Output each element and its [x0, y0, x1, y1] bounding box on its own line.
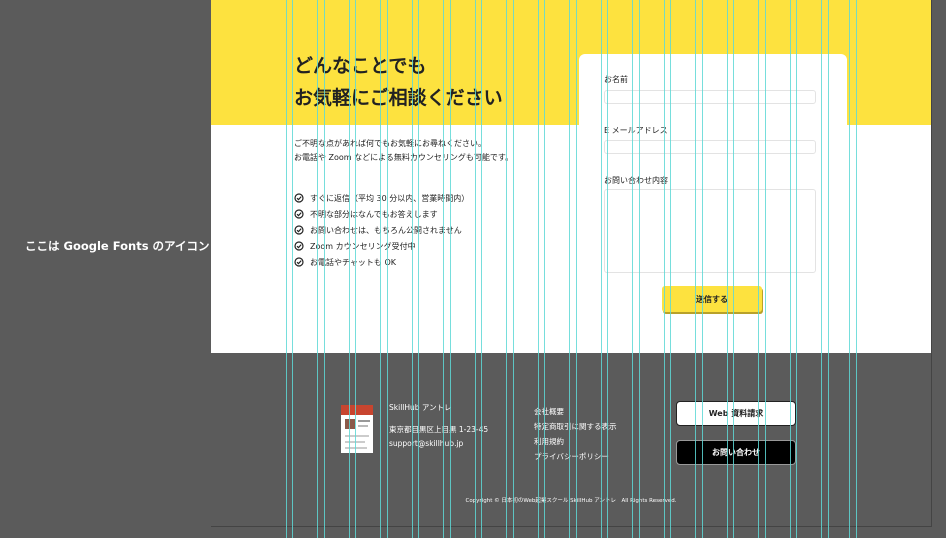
feature-item: お問い合わせは、もちろん公開されません — [294, 222, 469, 238]
company-name: SkillHub アントレ — [389, 403, 452, 412]
feature-text: お電話やチャットも OK — [310, 257, 397, 267]
email-label: E メールアドレス — [604, 126, 668, 135]
check-circle-icon — [294, 241, 304, 251]
annotation-label: ここは Google Fonts のアイコン — [25, 239, 210, 253]
feature-list: すぐに返信（平均 30 分以内、営業時間内） 不明な部分はなんでもお答えします … — [294, 190, 469, 270]
footer: SkillHub アントレ 東京都目黒区上目黒 1-23-45 support@… — [211, 353, 931, 526]
check-circle-icon — [294, 225, 304, 235]
company-thumbnail — [341, 405, 373, 453]
check-circle-icon — [294, 257, 304, 267]
name-label: お名前 — [604, 75, 628, 84]
copyright: Copyright © 日本初のWeb起業スクール SkillHub アントレ … — [465, 498, 677, 504]
feature-item: すぐに返信（平均 30 分以内、営業時間内） — [294, 190, 469, 206]
message-label: お問い合わせ内容 — [604, 176, 668, 185]
feature-text: Zoom カウンセリング受付中 — [310, 241, 416, 251]
feature-text: すぐに返信（平均 30 分以内、営業時間内） — [310, 193, 470, 203]
request-documents-button[interactable]: Web 資料請求 — [676, 401, 796, 426]
lead-text: ご不明な点があれば何でもお気軽にお尋ねください。 お電話や Zoom などによる… — [294, 137, 513, 165]
submit-button[interactable]: 送信する — [662, 286, 762, 312]
message-textarea[interactable] — [604, 189, 816, 273]
footer-link-privacy[interactable]: プライバシーポリシー — [534, 452, 609, 461]
feature-text: お問い合わせは、もちろん公開されません — [310, 225, 462, 235]
footer-link-terms[interactable]: 利用規約 — [534, 437, 564, 446]
company-info: SkillHub アントレ 東京都目黒区上目黒 1-23-45 support@… — [389, 402, 488, 451]
contact-form: お名前 E メールアドレス お問い合わせ内容 送信する — [579, 54, 847, 330]
page-title: どんなことでも お気軽にご相談ください — [294, 50, 503, 114]
name-input[interactable] — [604, 90, 816, 104]
contact-button[interactable]: お問い合わせ — [676, 440, 796, 465]
company-email: support@skillhub.jp — [389, 439, 464, 448]
company-address: 東京都目黒区上目黒 1-23-45 — [389, 425, 489, 434]
check-circle-icon — [294, 193, 304, 203]
footer-link-tokushoho[interactable]: 特定商取引に関する表示 — [534, 422, 617, 431]
title-line-1: どんなことでも — [294, 55, 427, 77]
feature-item: Zoom カウンセリング受付中 — [294, 238, 469, 254]
contact-page-artboard: どんなことでも お気軽にご相談ください ご不明な点があれば何でもお気軽にお尋ねく… — [211, 0, 932, 527]
feature-item: お電話やチャットも OK — [294, 254, 469, 270]
title-line-2: お気軽にご相談ください — [294, 87, 503, 109]
feature-item: 不明な部分はなんでもお答えします — [294, 206, 469, 222]
lead-line-1: ご不明な点があれば何でもお気軽にお尋ねください。 — [294, 139, 486, 148]
email-input[interactable] — [604, 140, 816, 154]
lead-line-2: お電話や Zoom などによる無料カウンセリングも可能です。 — [294, 153, 514, 162]
footer-links: 会社概要 特定商取引に関する表示 利用規約 プライバシーポリシー — [534, 404, 617, 464]
feature-text: 不明な部分はなんでもお答えします — [310, 209, 438, 219]
footer-link-company[interactable]: 会社概要 — [534, 407, 564, 416]
check-circle-icon — [294, 209, 304, 219]
